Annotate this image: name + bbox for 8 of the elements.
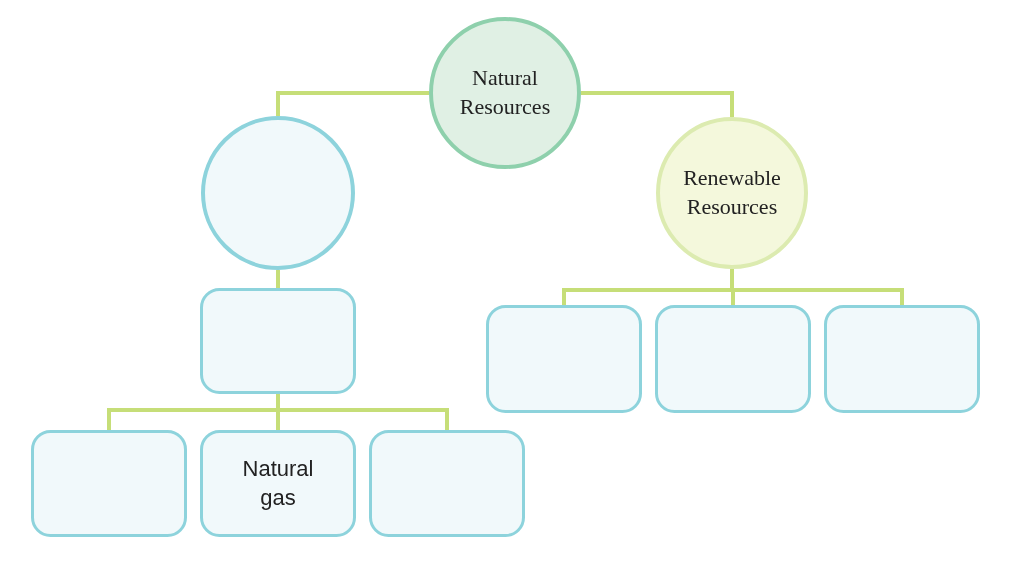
connector-line xyxy=(276,91,429,116)
node-label: Natural Resources xyxy=(458,64,552,121)
connector-line xyxy=(276,270,280,288)
connector-line xyxy=(581,91,734,117)
connector-line xyxy=(730,269,904,305)
node-label: Renewable Resources xyxy=(682,164,782,221)
node-label: Natural gas xyxy=(241,454,315,512)
connector-line xyxy=(276,394,449,430)
